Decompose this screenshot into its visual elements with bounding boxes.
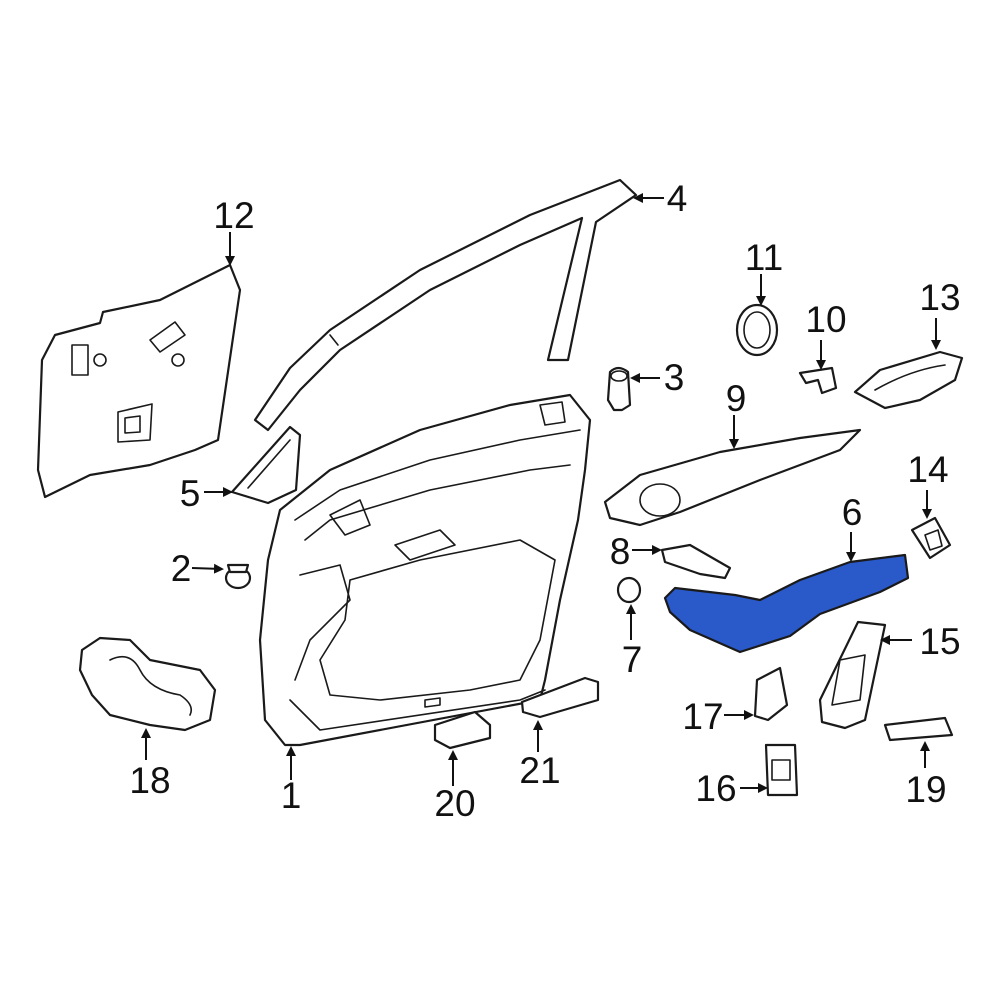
part-4-window-frame-seal: [253, 178, 638, 432]
part-16-switch: [764, 743, 799, 797]
callout-3: 3: [664, 357, 685, 398]
callout-13: 13: [919, 277, 960, 318]
callout-12: 12: [213, 195, 254, 236]
callout-11: 11: [745, 237, 783, 278]
part-17-switch: [753, 666, 789, 722]
part-13-inner-handle: [853, 350, 964, 410]
part-8-bezel: [660, 543, 732, 580]
part-5-mirror-cover: [230, 425, 302, 505]
part-1-door-panel: [258, 393, 592, 747]
callout-labels: 1 2 3 4 5 6 7 8 9 10 11 12 13 14 15 16 1…: [129, 178, 960, 824]
part-10-bracket: [798, 366, 838, 395]
callout-5: 5: [180, 473, 201, 514]
leader-2: [191, 563, 224, 574]
callout-18: 18: [129, 760, 170, 801]
callout-6: 6: [842, 492, 863, 533]
callout-17: 17: [682, 696, 723, 737]
callout-15: 15: [919, 621, 960, 662]
callout-10: 10: [805, 299, 846, 340]
part-11-speaker-grille: [735, 303, 779, 357]
part-19-switch-strip: [883, 716, 954, 742]
callout-21: 21: [519, 750, 560, 791]
callout-19: 19: [905, 769, 946, 810]
part-12-water-deflector: [36, 263, 242, 499]
callout-16: 16: [695, 768, 736, 809]
callout-14: 14: [907, 449, 948, 490]
callout-8: 8: [610, 531, 631, 572]
part-21-rail: [520, 676, 600, 719]
callout-9: 9: [726, 378, 747, 419]
part-6-armrest-highlighted: [663, 553, 910, 654]
part-9-upper-trim: [603, 428, 862, 527]
part-2-clip: [224, 563, 252, 590]
callout-4: 4: [667, 178, 688, 219]
leader-lines: [141, 193, 941, 793]
callout-2: 2: [171, 548, 192, 589]
callout-7: 7: [622, 639, 643, 680]
callout-1: 1: [281, 775, 302, 816]
part-20-lamp: [433, 710, 492, 750]
part-7-grommet: [616, 576, 642, 604]
part-15-switch-panel: [818, 620, 887, 730]
part-14-switch: [910, 516, 952, 560]
part-18-seat-switch: [78, 636, 217, 732]
callout-20: 20: [434, 783, 475, 824]
part-3-clip: [606, 366, 632, 412]
